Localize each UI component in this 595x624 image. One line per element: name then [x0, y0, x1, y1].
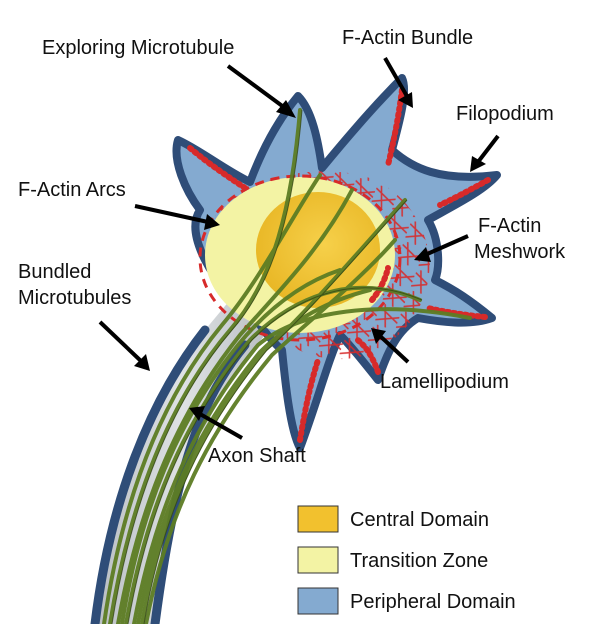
growth-cone	[104, 78, 497, 624]
svg-text:Exploring Microtubule: Exploring Microtubule	[42, 37, 234, 59]
svg-text:Meshwork: Meshwork	[474, 241, 566, 263]
legend-item-peripheral-domain: Peripheral Domain	[298, 588, 516, 614]
legend-item-transition-zone: Transition Zone	[298, 547, 488, 573]
svg-text:Microtubules: Microtubules	[18, 287, 131, 309]
label-filopodium: Filopodium	[456, 103, 554, 172]
svg-text:Filopodium: Filopodium	[456, 103, 554, 125]
svg-text:Central Domain: Central Domain	[350, 509, 489, 531]
label-exploring-microtubule: Exploring Microtubule	[42, 37, 296, 118]
legend-item-central-domain: Central Domain	[298, 506, 489, 532]
svg-text:Axon Shaft: Axon Shaft	[208, 445, 306, 467]
legend: Central Domain Transition Zone Periphera…	[298, 506, 516, 614]
label-f-actin-bundle: F-Actin Bundle	[342, 27, 473, 108]
label-bundled-microtubules: Bundled Microtubules	[18, 261, 150, 371]
svg-text:F-Actin Arcs: F-Actin Arcs	[18, 179, 126, 201]
svg-text:F-Actin Bundle: F-Actin Bundle	[342, 27, 473, 49]
svg-text:Bundled: Bundled	[18, 261, 91, 283]
svg-text:Lamellipodium: Lamellipodium	[380, 371, 509, 393]
svg-text:Transition Zone: Transition Zone	[350, 550, 488, 572]
svg-text:Peripheral Domain: Peripheral Domain	[350, 591, 516, 613]
svg-text:F-Actin: F-Actin	[478, 215, 541, 237]
